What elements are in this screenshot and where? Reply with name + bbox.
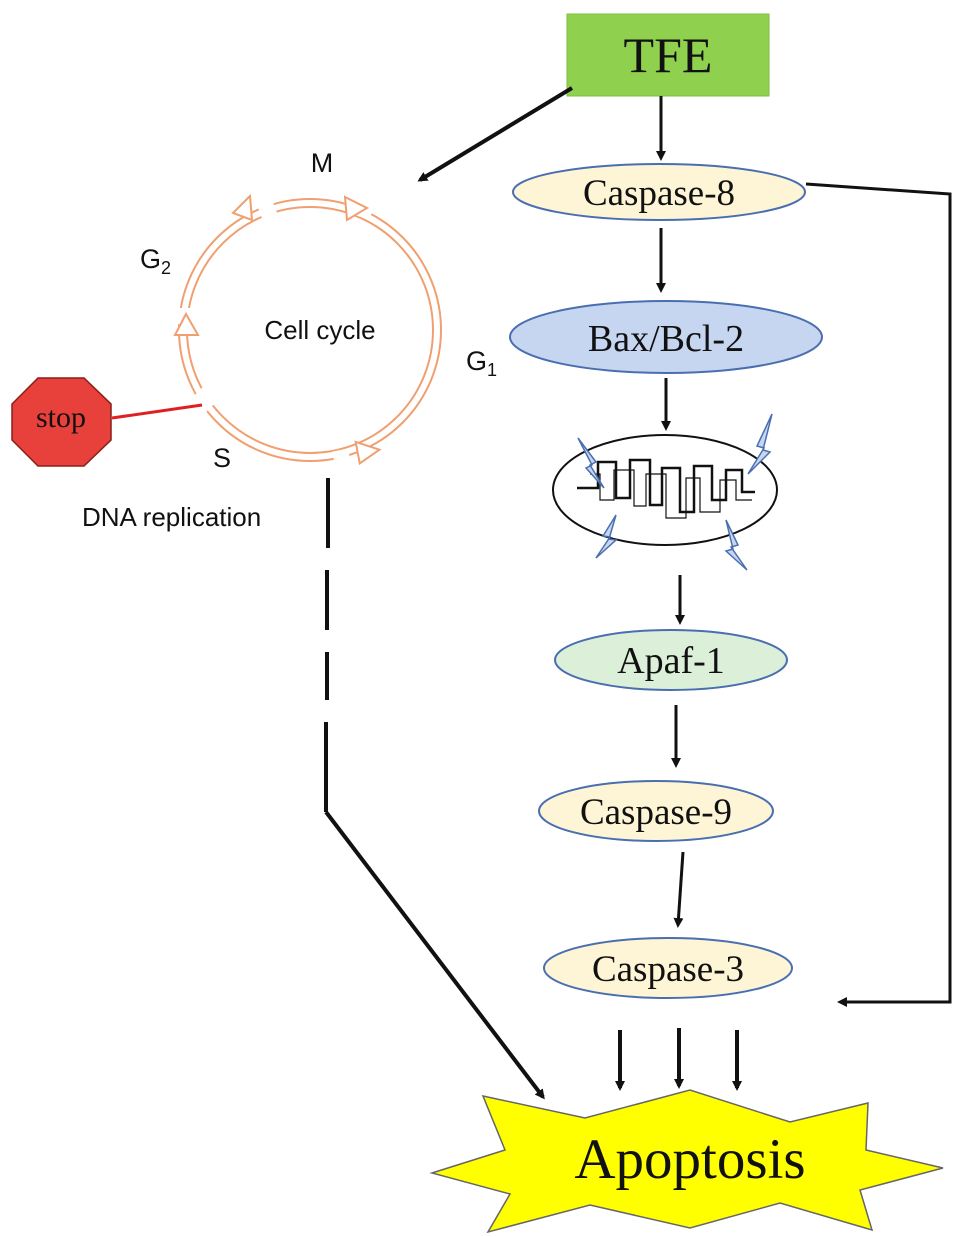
apoptosis-label: Apoptosis [574, 1128, 805, 1191]
arrow-caspase9-to-caspase3 [673, 851, 685, 928]
caspase8-label: Caspase-8 [583, 173, 735, 214]
cell-cycle-arrowheads [173, 193, 382, 472]
phase-g2-subscript: 2 [161, 258, 171, 278]
dna-replication-label: DNA replication [82, 502, 261, 532]
bax-bcl2-label: Bax/Bcl-2 [588, 318, 744, 360]
caspase9-label: Caspase-9 [580, 792, 732, 833]
mitochondrion-icon [552, 413, 778, 571]
tfe-box [566, 13, 770, 97]
apoptosis-burst [429, 1089, 944, 1234]
stop-label: stop [36, 401, 86, 434]
arrow-tfe-to-cell-cycle [417, 86, 574, 182]
caspase9-node [538, 780, 774, 842]
caspase3-node [543, 937, 793, 999]
phase-g1-label: G1 [466, 346, 497, 380]
caspase8-node [512, 163, 806, 221]
phase-g2-label: G2 [140, 244, 171, 278]
stop-sign-icon [11, 377, 112, 467]
apaf1-node [554, 629, 788, 691]
cell-cycle-title: Cell cycle [264, 315, 375, 345]
phase-g2-letter: G [140, 244, 161, 274]
dashed-path-cell-cycle-to-apoptosis [324, 478, 545, 1100]
stop-inhibition-line [111, 403, 203, 420]
bax-bcl2-node [509, 300, 823, 374]
tfe-label: TFE [624, 27, 713, 83]
apaf1-label: Apaf-1 [617, 640, 725, 682]
phase-g1-letter: G [466, 346, 487, 376]
arrow-caspase8-bypass-to-caspase3 [805, 182, 952, 1007]
phase-g1-subscript: 1 [487, 360, 497, 380]
phase-m-label: M [311, 148, 334, 178]
caspase3-label: Caspase-3 [592, 949, 744, 990]
phase-s-label: S [213, 443, 231, 473]
